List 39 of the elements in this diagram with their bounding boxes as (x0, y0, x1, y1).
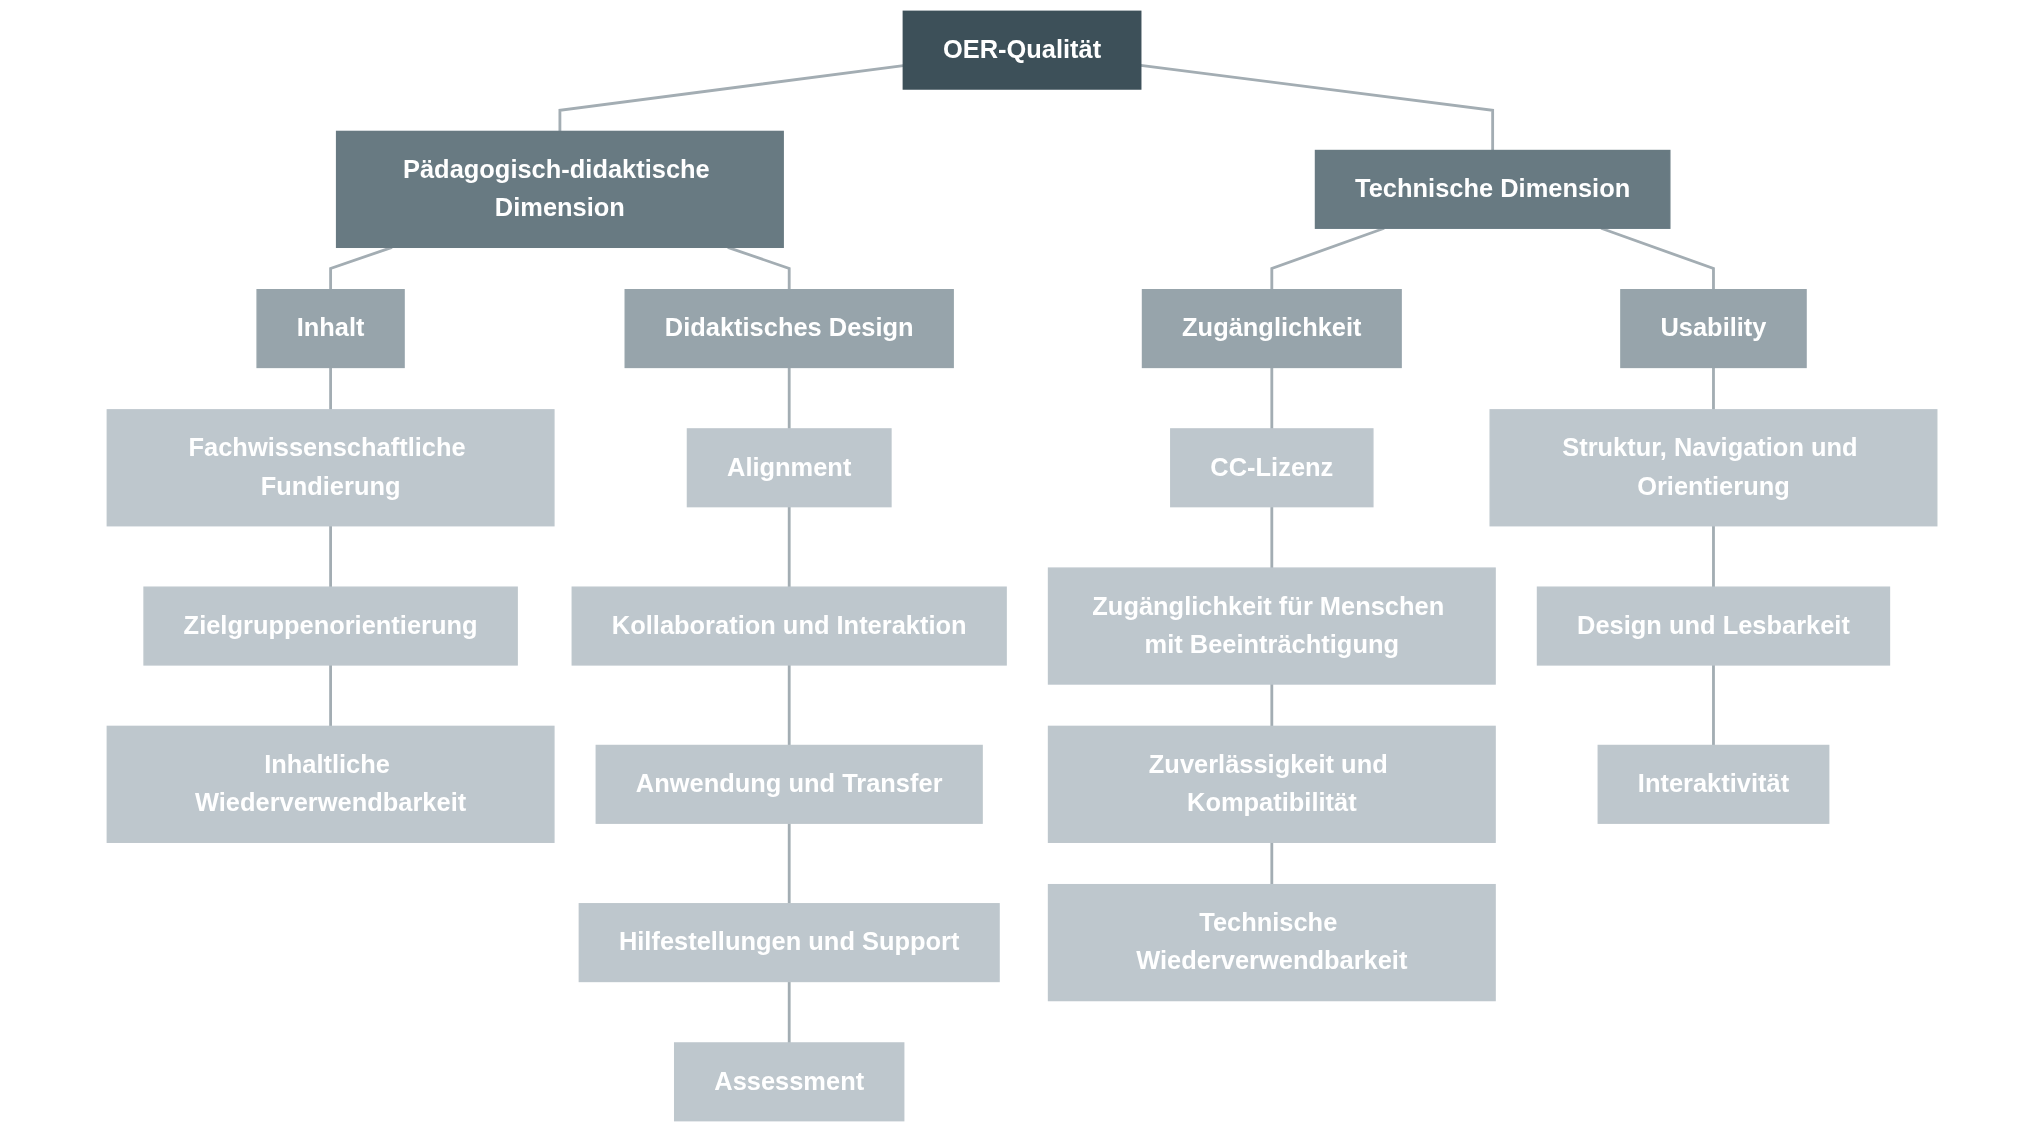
connector (1712, 367, 1715, 410)
connector (329, 664, 332, 727)
connector (329, 367, 332, 410)
node-box: Zugänglichkeit (1141, 289, 1402, 369)
connector (787, 823, 791, 904)
node-box: Zuverlässigkeit und Kompatibilität (1047, 725, 1496, 843)
connector (1270, 842, 1274, 885)
node-box: Usability (1620, 289, 1807, 369)
node-box: Zugänglichkeit für Menschen mit Beeinträchtigung (1047, 567, 1496, 685)
node-box: Struktur, Navigation und Orientierung (1489, 409, 1938, 527)
node-box: Inhaltliche Wiederverwendbarkeit (106, 725, 555, 843)
node-box: Didaktisches Design (624, 289, 954, 369)
connector (1140, 63, 1494, 151)
node-box: Anwendung und Transfer (595, 744, 983, 824)
connector (1712, 525, 1715, 588)
connector (558, 64, 904, 132)
node-box: Interaktivität (1597, 744, 1830, 824)
node-box: CC-Lizenz (1170, 428, 1374, 508)
connector (1270, 506, 1274, 569)
connector (787, 367, 791, 429)
connector (329, 525, 332, 588)
node-box: Technische Dimension (1314, 149, 1671, 229)
node-box: Pädagogisch-didaktische Dimension (335, 130, 784, 248)
node-box: OER-Qualität (902, 10, 1142, 90)
connector (787, 981, 791, 1043)
connector (787, 664, 791, 746)
node-box: Hilfestellungen und Support (578, 903, 1000, 983)
node-box: Inhalt (256, 289, 405, 369)
node-box: Kollaboration und Interaktion (571, 586, 1007, 666)
node-box: Zielgruppenorientierung (143, 586, 518, 666)
node-box: Design und Lesbarkeit (1536, 586, 1891, 666)
node-box: Fachwissenschaftliche Fundierung (106, 409, 555, 527)
node-box: Alignment (686, 428, 892, 508)
connector (787, 506, 791, 588)
node-box: Assessment (673, 1042, 905, 1122)
connector (1270, 684, 1274, 727)
connector (1712, 664, 1715, 746)
connector (1270, 367, 1274, 429)
node-box: Technische Wiederverwendbarkeit (1047, 883, 1496, 1002)
